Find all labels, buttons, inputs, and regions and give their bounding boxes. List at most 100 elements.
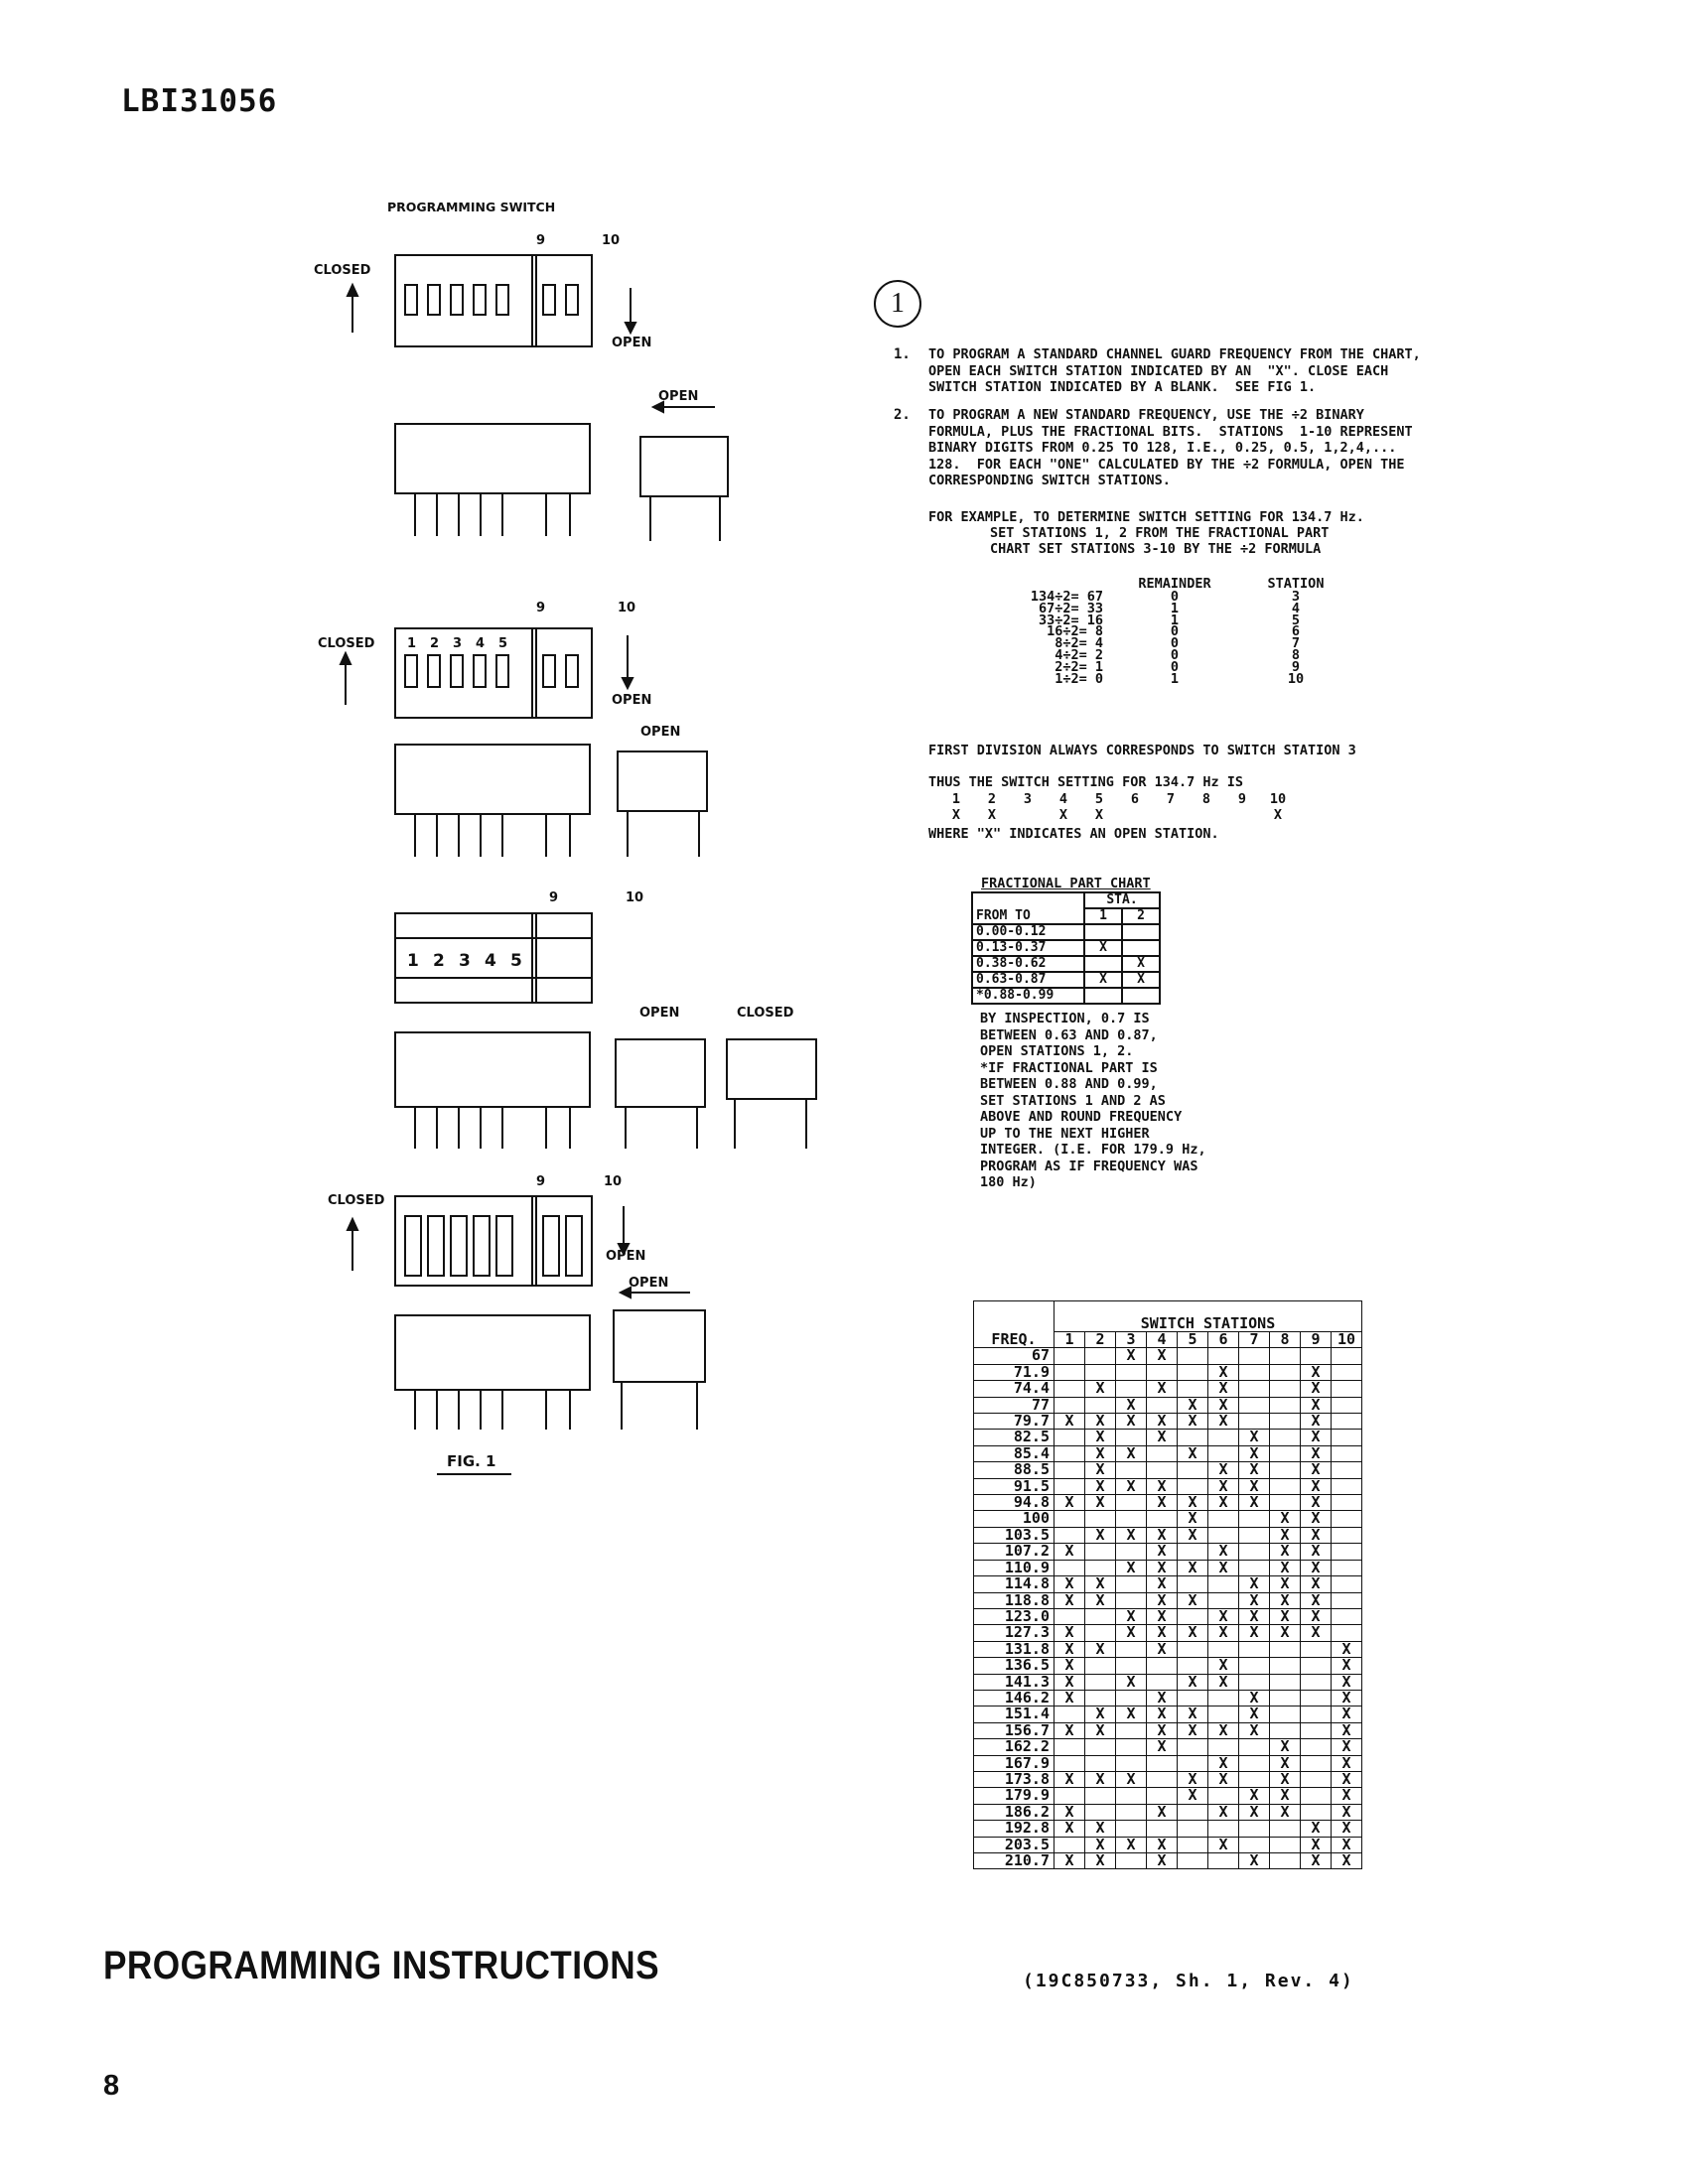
fraction-range: 0.00-0.12	[971, 923, 1085, 941]
station-mark-cell	[1177, 1575, 1208, 1593]
step-2-text: TO PROGRAM A NEW STANDARD FREQUENCY, USE…	[928, 407, 1413, 488]
division-remainder: 0	[1170, 646, 1180, 663]
division-remainder: 0	[1170, 589, 1180, 605]
switch-1-body-b	[531, 254, 593, 347]
station-5-label-b: 5	[510, 951, 522, 971]
station-mark-cell	[1300, 1770, 1332, 1789]
where-line: WHERE "X" INDICATES AN OPEN STATION.	[928, 826, 1219, 842]
switch-1-side	[394, 423, 591, 494]
station-mark-cell	[1238, 1396, 1270, 1415]
station-mark-cell: X	[1084, 1770, 1116, 1789]
station-mark-cell	[1331, 1347, 1362, 1365]
division-expr: 67÷2= 33	[1038, 600, 1103, 616]
setting-station-number: 1	[951, 791, 961, 807]
station-mark-cell	[1331, 1461, 1362, 1479]
station-mark-cell	[1115, 1640, 1147, 1659]
freq-cell: 210.7	[973, 1851, 1055, 1870]
station-mark-cell: X	[1115, 1559, 1147, 1577]
station-mark-cell	[1177, 1380, 1208, 1398]
example-line-1: FOR EXAMPLE, TO DETERMINE SWITCH SETTING…	[928, 509, 1364, 525]
station-mark-cell	[1177, 1754, 1208, 1772]
station-mark-cell	[1146, 1461, 1178, 1479]
station-mark-cell: X	[1084, 1640, 1116, 1659]
document-id: LBI31056	[121, 83, 278, 119]
remainder-header: REMAINDER	[1138, 576, 1211, 592]
freq-cell: 114.8	[973, 1575, 1055, 1593]
fraction-sta1-header: 1	[1083, 907, 1123, 925]
fraction-sta2-header: 2	[1121, 907, 1161, 925]
station-mark-cell	[1177, 1461, 1208, 1479]
station-mark-cell: X	[1300, 1510, 1332, 1528]
step-1-text: TO PROGRAM A STANDARD CHANNEL GUARD FREQ…	[928, 346, 1421, 395]
switch-stations-title: SWITCH STATIONS	[1054, 1300, 1362, 1332]
switch-2-slots	[404, 654, 579, 688]
station-mark-cell	[1331, 1477, 1362, 1496]
station-4-label-b: 4	[485, 951, 496, 971]
station-mark-cell	[1054, 1429, 1085, 1446]
fraction-range: 0.13-0.37	[971, 939, 1085, 957]
station-mark-cell	[1207, 1851, 1239, 1870]
switch-1-slots	[404, 284, 579, 316]
station-mark-cell: X	[1115, 1706, 1147, 1723]
division-station: 6	[1291, 623, 1301, 640]
station-mark-cell: X	[1146, 1738, 1178, 1756]
setting-station-number: 4	[1058, 791, 1068, 807]
station-mark-cell: X	[1115, 1673, 1147, 1691]
station-header-1: 1	[1054, 1330, 1085, 1349]
station-mark-cell: X	[1207, 1624, 1239, 1642]
freq-header: FREQ.	[973, 1299, 1055, 1348]
page-number: 8	[103, 2070, 120, 2102]
station-mark-cell	[1269, 1820, 1301, 1838]
division-station: 3	[1291, 589, 1301, 605]
station-mark-cell: X	[1084, 1461, 1116, 1479]
station-mark-cell	[1238, 1363, 1270, 1382]
station-mark-cell: X	[1331, 1787, 1362, 1805]
station-mark-cell: X	[1054, 1673, 1085, 1691]
station-mark-cell: X	[1300, 1461, 1332, 1479]
station-mark-cell: X	[1084, 1526, 1116, 1545]
fraction-s2: X	[1121, 955, 1161, 973]
fraction-s1	[1083, 923, 1123, 941]
setting-station-number: 2	[987, 791, 997, 807]
division-remainder: 1	[1170, 612, 1180, 628]
station-mark-cell: X	[1146, 1347, 1178, 1365]
station-header-5: 5	[1177, 1330, 1208, 1349]
station-mark-cell	[1331, 1526, 1362, 1545]
freq-cell: 167.9	[973, 1754, 1055, 1772]
switch-1-end	[639, 436, 729, 497]
division-station: 8	[1291, 646, 1301, 663]
division-station: 7	[1291, 635, 1301, 652]
open-label-1: OPEN	[612, 336, 652, 350]
station-mark-cell: X	[1300, 1851, 1332, 1870]
station-mark-cell: X	[1238, 1803, 1270, 1822]
station-header: STATION	[1267, 576, 1325, 592]
station-mark-cell	[1146, 1820, 1178, 1838]
station-mark-cell: X	[1054, 1624, 1085, 1642]
figure-programming-switch: PROGRAMMING SWITCH	[298, 194, 854, 1484]
station-mark-cell	[1331, 1429, 1362, 1446]
fraction-range: 0.63-0.87	[971, 971, 1085, 989]
station-mark-cell: X	[1054, 1770, 1085, 1789]
station-header-9: 9	[1300, 1330, 1332, 1349]
switch-3-body-a	[394, 912, 537, 1004]
station-mark-cell: X	[1115, 1413, 1147, 1431]
fraction-s2: X	[1121, 971, 1161, 989]
switch-1-body-a	[394, 254, 537, 347]
station-mark-cell	[1115, 1461, 1147, 1479]
station-mark-cell: X	[1269, 1803, 1301, 1822]
station-mark-cell: X	[1300, 1820, 1332, 1838]
station-mark-cell	[1238, 1347, 1270, 1365]
fraction-s2	[1121, 939, 1161, 957]
closed-label-4: CLOSED	[328, 1193, 385, 1208]
station-mark-cell: X	[1054, 1851, 1085, 1870]
station-mark-cell	[1207, 1575, 1239, 1593]
